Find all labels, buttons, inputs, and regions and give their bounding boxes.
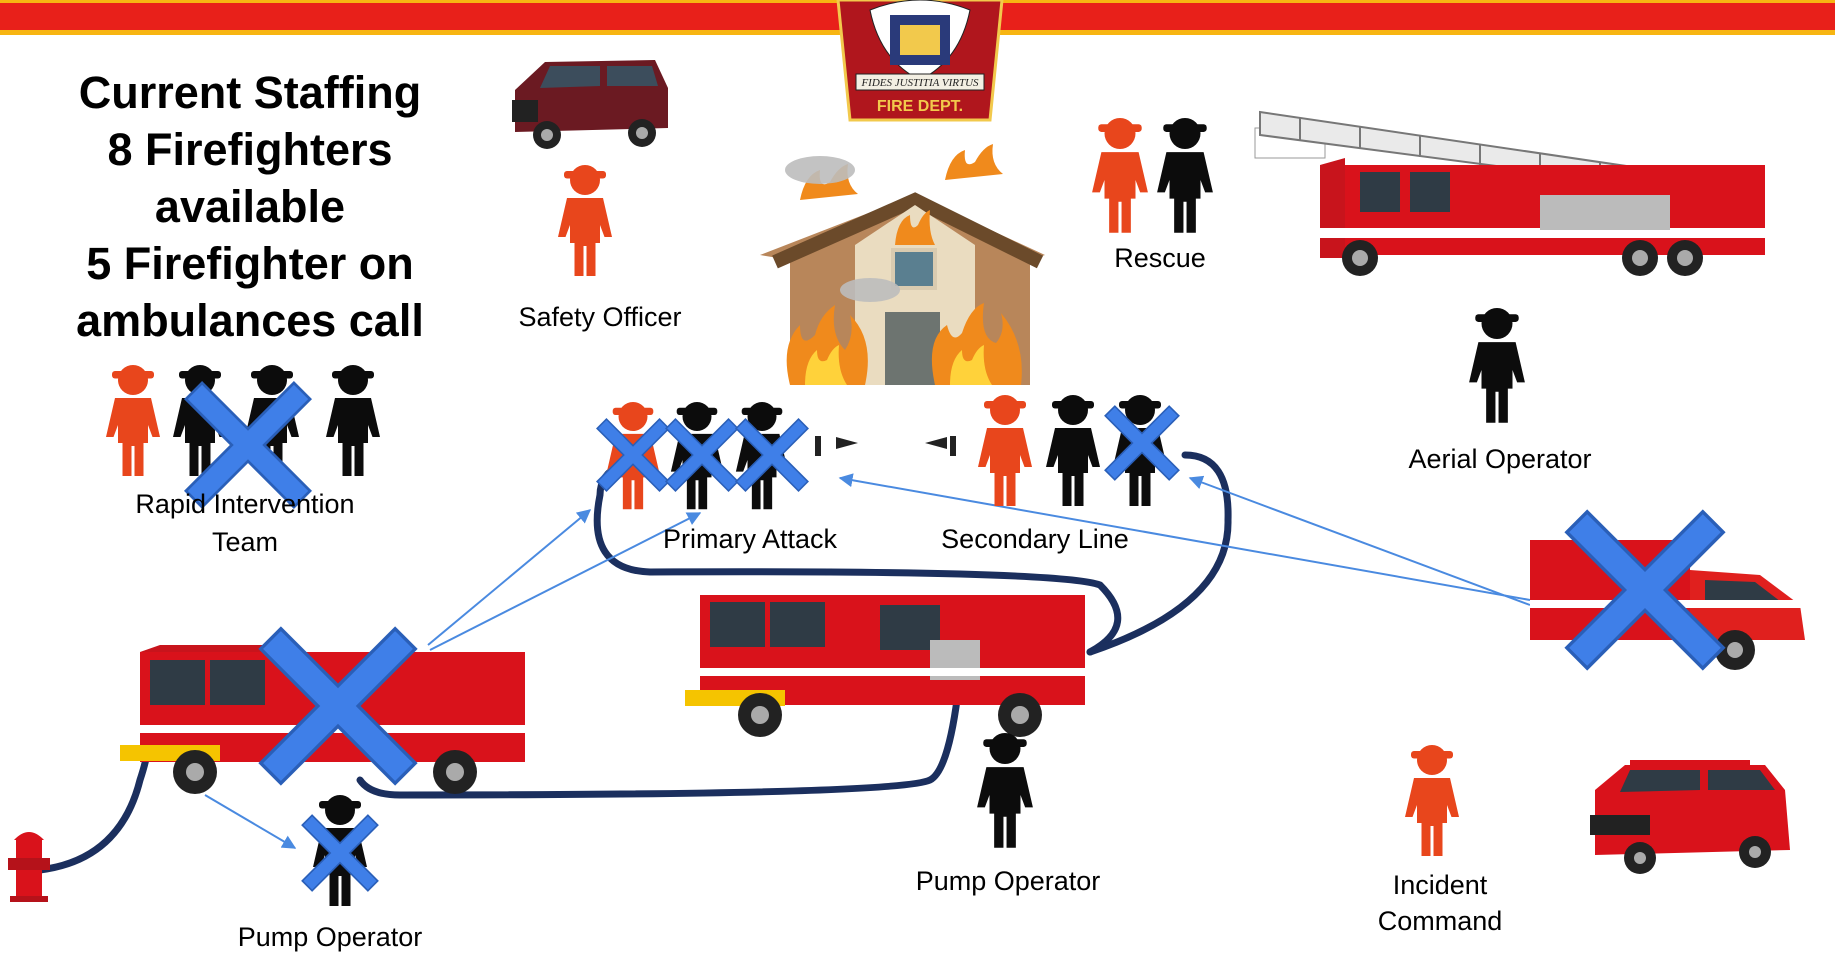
engine-left — [120, 645, 525, 794]
label-aerial-operator: Aerial Operator — [1408, 444, 1592, 474]
nozzle-secondary — [925, 436, 975, 456]
badge-motto: FIDES JUSTITIA VIRTUS — [860, 77, 979, 89]
label-incident-line-1: Incident — [1392, 870, 1488, 900]
firefighter-rit-1 — [106, 365, 160, 476]
arrow-engine-to-pump-operator — [204, 794, 297, 849]
engine-center — [685, 595, 1085, 737]
aerial-ladder-truck — [1254, 110, 1765, 276]
staffing-line-2: 8 Firefighters — [107, 124, 393, 175]
label-safety-officer: Safety Officer — [518, 302, 682, 332]
fire-dept-badge: FIDES JUSTITIA VIRTUS FIRE DEPT. — [836, 0, 1004, 122]
staffing-line-3: available — [154, 181, 346, 232]
firefighter-rescue-1 — [1092, 118, 1148, 233]
label-rit-line-2: Team — [211, 527, 279, 557]
safety-officer-suv — [512, 60, 668, 149]
arrow-engine-to-primary — [427, 509, 592, 646]
secondary-line-hose — [1086, 451, 1232, 656]
assignment-arrows — [204, 473, 1531, 849]
firefighter-secondary-2 — [1046, 395, 1100, 506]
unavailable-x-pump-operator-left — [301, 814, 379, 892]
pump-discharge-hose — [356, 671, 964, 799]
firefighter-aerial-operator — [1469, 308, 1525, 423]
firefighter-incident-command — [1405, 745, 1459, 856]
fire-hydrant-icon — [8, 832, 50, 902]
label-incident-line-2: Command — [1377, 906, 1503, 936]
firefighter-rescue-2 — [1157, 118, 1213, 233]
firefighter-rit-4 — [326, 365, 380, 476]
label-rescue: Rescue — [1114, 243, 1206, 273]
staffing-line-1: Current Staffing — [78, 67, 422, 118]
arrow-ambulance-to-primary — [838, 473, 1531, 601]
arrow-engine-to-attack — [429, 512, 702, 651]
burning-house — [760, 144, 1045, 385]
label-secondary-line: Secondary Line — [941, 524, 1129, 554]
label-primary-attack: Primary Attack — [662, 524, 838, 554]
label-rit-line-1: Rapid Intervention — [135, 489, 355, 519]
arrow-ambulance-to-secondary — [1188, 475, 1531, 606]
badge-text: FIRE DEPT. — [877, 98, 963, 115]
staffing-title: Current Staffing 8 Firefighters availabl… — [40, 64, 460, 349]
primary-attack-hose — [593, 461, 1122, 656]
firefighter-secondary-1 — [978, 395, 1032, 506]
nozzle-primary — [808, 436, 858, 456]
command-suv — [1590, 760, 1790, 874]
label-pump-operator-center: Pump Operator — [915, 866, 1101, 896]
staffing-line-4: 5 Firefighter on — [86, 238, 414, 289]
label-pump-operator-left: Pump Operator — [237, 922, 423, 952]
firefighter-safety-officer — [558, 165, 612, 276]
staffing-line-5: ambulances call — [76, 295, 424, 346]
firefighter-pump-operator-center — [977, 733, 1033, 848]
